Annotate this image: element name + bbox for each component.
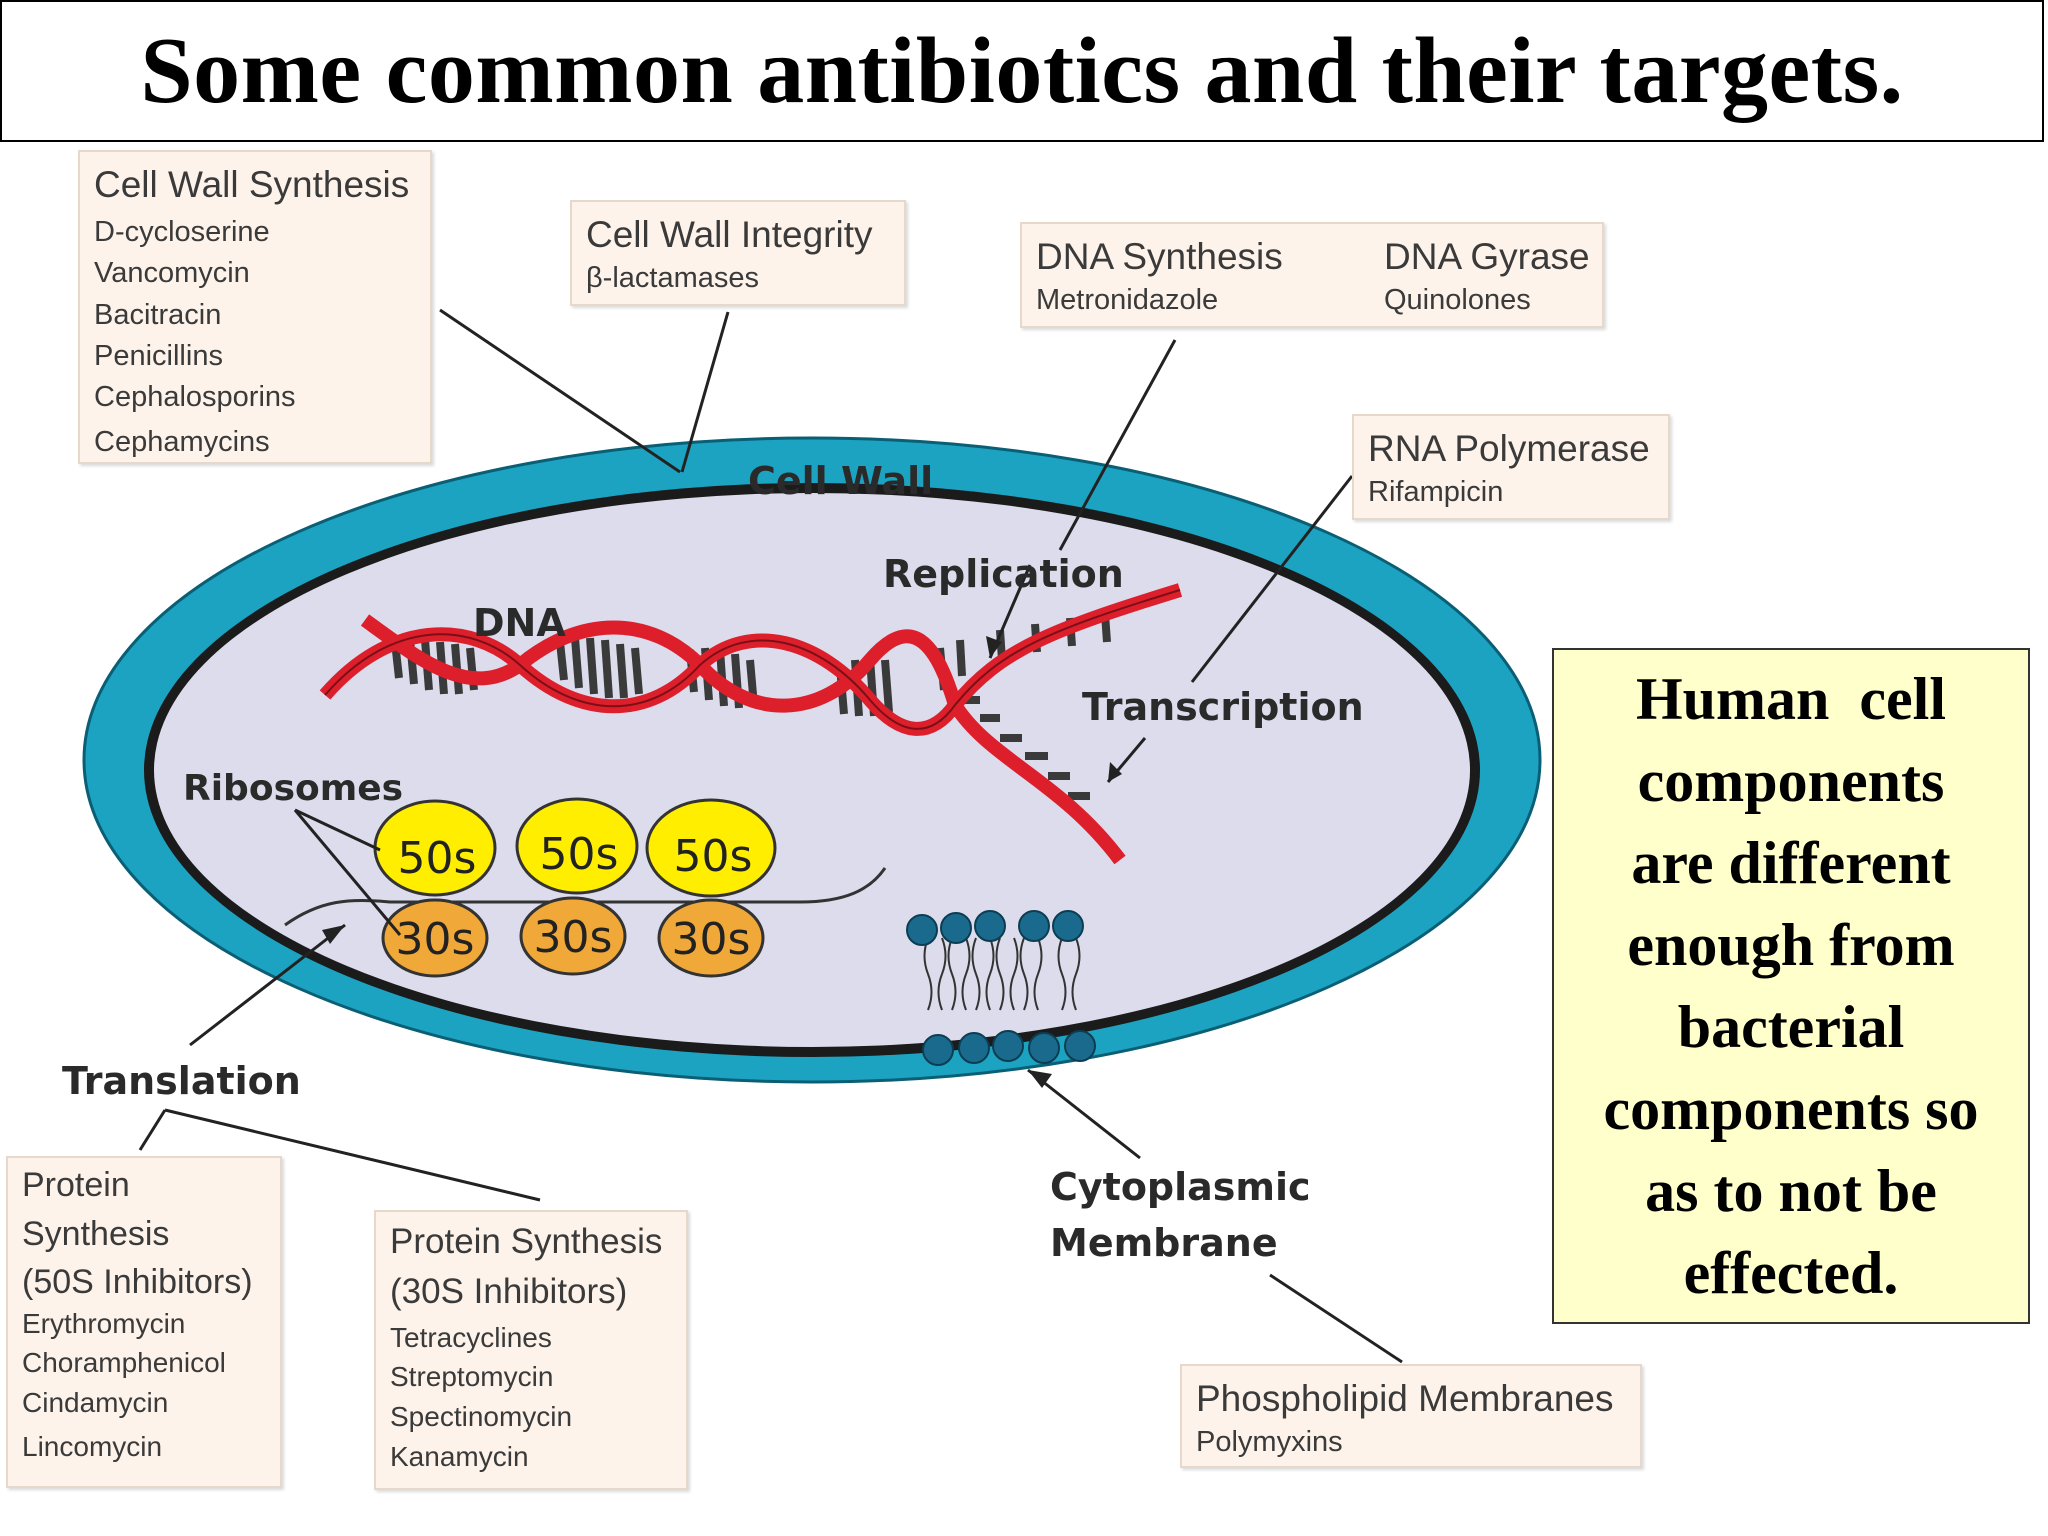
label-translation: Translation — [62, 1059, 301, 1103]
label-cytoplasmic-membrane-1: Cytoplasmic — [1050, 1165, 1311, 1209]
box-heading: (30S Inhibitors) — [390, 1271, 628, 1311]
ribosome-30s-3 — [657, 898, 765, 978]
box-heading: DNA Synthesis — [1036, 236, 1283, 277]
drug-item: β-lactamases — [586, 262, 760, 295]
drug-item: Choramphenicol — [22, 1347, 226, 1379]
label-cytoplasmic-membrane-2: Membrane — [1050, 1221, 1278, 1265]
label-50s-2: 50s — [540, 829, 619, 880]
ribosome-50s-2 — [515, 797, 639, 895]
drug-item: Penicillins — [94, 339, 223, 372]
drug-item: Cephamycins — [94, 426, 270, 459]
drug-item: Cephalosporins — [94, 380, 296, 413]
title-box: Some common antibiotics and their target… — [0, 0, 2044, 142]
box-heading: Phospholipid Membranes — [1196, 1378, 1614, 1419]
drug-item: Cindamycin — [22, 1387, 169, 1418]
drug-item: Bacitracin — [94, 298, 222, 331]
dna-helix-outline — [324, 589, 1181, 730]
mrna-strand — [284, 867, 887, 927]
box-protein-synthesis-50s: Protein Synthesis (50S Inhibitors) Eryth… — [6, 1156, 282, 1488]
box-dna-synthesis-gyrase: DNA Synthesis Metronidazole DNA Gyrase Q… — [1020, 222, 1604, 328]
label-replication: Replication — [883, 552, 1124, 596]
ribosome-50s-3 — [645, 798, 777, 898]
drug-item: Streptomycin — [390, 1361, 554, 1393]
cytoplasm — [154, 493, 1470, 1047]
box-protein-synthesis-30s: Protein Synthesis (30S Inhibitors) Tetra… — [374, 1210, 688, 1490]
ribosome-50s-group — [373, 797, 777, 898]
note-line: components — [1637, 748, 1945, 814]
label-cell-wall: Cell Wall — [748, 459, 933, 503]
label-dna: DNA — [473, 601, 566, 645]
drug-item: Lincomycin — [22, 1430, 163, 1462]
note-line: bacterial — [1677, 994, 1905, 1060]
drug-item: Polymyxins — [1196, 1426, 1343, 1459]
label-30s-3: 30s — [672, 914, 751, 965]
connector-lines — [138, 308, 1403, 1364]
note-line: enough from — [1627, 912, 1955, 978]
label-50s-1: 50s — [398, 833, 477, 884]
note-line: components so — [1603, 1076, 1979, 1142]
drug-item: D-cycloserine — [94, 216, 270, 249]
drug-item: Kanamycin — [390, 1440, 529, 1472]
label-30s-1: 30s — [396, 914, 475, 965]
label-30s-2: 30s — [534, 912, 613, 963]
drug-item: Erythromycin — [22, 1307, 186, 1339]
drug-item: Quinolones — [1384, 284, 1531, 317]
note-line: as to not be — [1645, 1158, 1937, 1224]
page-title: Some common antibiotics and their target… — [140, 19, 1904, 123]
drug-item: Spectinomycin — [390, 1401, 573, 1432]
note-line: effected. — [1683, 1240, 1899, 1306]
box-heading: (50S Inhibitors) — [22, 1263, 253, 1301]
box-heading: Cell Wall Synthesis — [94, 164, 410, 205]
box-heading: DNA Gyrase — [1384, 236, 1590, 277]
box-rna-polymerase: RNA Polymerase Rifampicin — [1352, 414, 1670, 520]
box-phospholipid-membranes: Phospholipid Membranes Polymyxins — [1180, 1364, 1642, 1468]
drug-item: Metronidazole — [1036, 284, 1219, 317]
box-heading: RNA Polymerase — [1368, 428, 1650, 469]
human-cell-note: Human cell components are different enou… — [1552, 648, 2030, 1324]
connector-arrowheads — [322, 636, 1122, 1088]
drug-item: Vancomycin — [94, 257, 250, 290]
label-50s-3: 50s — [674, 831, 753, 882]
phospholipid-bilayer — [906, 910, 1096, 1066]
note-line: are different — [1631, 830, 1951, 896]
label-transcription: Transcription — [1082, 685, 1364, 729]
box-heading: Cell Wall Integrity — [586, 214, 873, 255]
ribosome-30s-1 — [381, 898, 489, 978]
note-line: Human cell — [1636, 666, 1946, 732]
box-heading: Protein — [22, 1166, 130, 1204]
drug-item: Rifampicin — [1368, 476, 1504, 509]
box-cell-wall-synthesis: Cell Wall Synthesis D-cycloserine Vancom… — [78, 150, 432, 464]
label-ribosomes: Ribosomes — [183, 768, 403, 809]
ribosome-30s-group — [381, 896, 765, 978]
box-cell-wall-integrity: Cell Wall Integrity β-lactamases — [570, 200, 906, 306]
box-heading: Protein Synthesis — [390, 1222, 663, 1261]
box-heading: Synthesis — [22, 1214, 170, 1253]
drug-item: Tetracyclines — [390, 1321, 552, 1353]
ribosome-30s-2 — [519, 896, 627, 976]
